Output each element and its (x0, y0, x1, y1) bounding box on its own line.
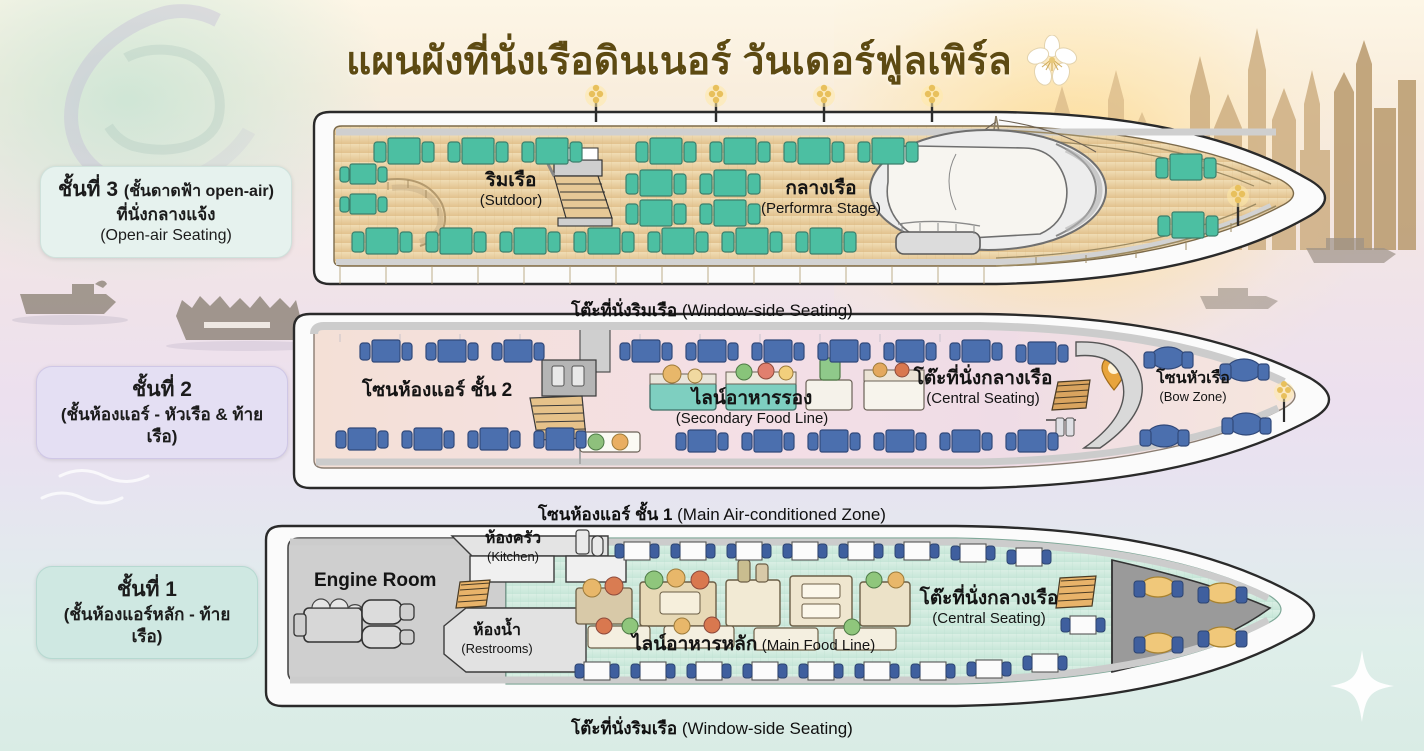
deck2-label-badge: ชั้นที่ 2 (ชั้นห้องแอร์ - หัวเรือ & ท้าย… (36, 366, 288, 460)
deck2-caption: โซนห้องแอร์ ชั้น 1 (Main Air-conditioned… (538, 505, 886, 524)
deck3-svg (312, 84, 1326, 286)
deck3-subtitle: (ชั้นดาดฟ้า open-air) (123, 183, 274, 200)
background-boat-right2-icon (1200, 288, 1278, 309)
deck1-title: ชั้นที่ 1 (117, 578, 177, 601)
deck1-caption: โต๊ะที่นั่งริมเรือ (Window-side Seating) (571, 719, 853, 738)
deck3-diagram: ริมเรือ (Sutdoor) กลางเรือ (Performra St… (296, 84, 1356, 290)
deck2-line2: (ชั้นห้องแอร์ - หัวเรือ & ท้ายเรือ) (60, 404, 264, 446)
deck1-zone-central-seating: โต๊ะที่นั่งกลางเรือ (Central Seating) (919, 588, 1059, 628)
deck2-svg (292, 312, 1330, 490)
deck3-title: ชั้นที่ 3 (58, 178, 119, 201)
sparkle-icon (1330, 650, 1394, 722)
deck2-zone-aircon2: โซนห้องแอร์ ชั้น 2 (362, 380, 513, 401)
deck3-zone-outdoor: ริมเรือ (Sutdoor) (479, 170, 543, 210)
deck2-zone-bow: โซนหัวเรือ (Bow Zone) (1156, 370, 1230, 404)
deck1-label-badge: ชั้นที่ 1 (ชั้นห้องแอร์หลัก - ท้ายเรือ) (36, 566, 258, 660)
deck2-title: ชั้นที่ 2 (132, 378, 192, 401)
deck1-svg (264, 524, 1315, 708)
deck3-line3: (Open-air Seating) (100, 226, 232, 244)
deck3-line2: ที่นั่งกลางแจ้ง (116, 204, 216, 224)
background-boat-right-icon (1306, 238, 1396, 263)
deck3-label-badge: ชั้นที่ 3 (ชั้นดาดฟ้า open-air) ที่นั่งก… (40, 166, 292, 258)
background-boats-icon (12, 280, 326, 351)
deck3-zone-stage: กลางเรือ (Performra Stage) (760, 178, 882, 218)
deck1-zone-kitchen: ห้องครัว (Kitchen) (484, 530, 542, 564)
deck1-diagram: Engine Room ห้องครัว (Kitchen) ห้องน้ำ (… (256, 522, 1336, 712)
deck3-caption: โต๊ะที่นั่งริมเรือ (Window-side Seating) (571, 301, 853, 320)
deck1-zone-engine-room: Engine Room (314, 570, 437, 591)
deck1-zone-restrooms: ห้องน้ำ (Restrooms) (461, 622, 533, 656)
deck-lamp (585, 84, 607, 122)
page-title: แผนผังที่นั่งเรือดินเนอร์ วันเดอร์ฟูลเพิ… (0, 30, 1424, 92)
orchid-icon (1026, 35, 1077, 86)
deck2-zone-secondary-food-line: ไลน์อาหารรอง (Secondary Food Line) (675, 388, 829, 428)
deck2-diagram: โซนห้องแอร์ ชั้น 2 ไลน์อาหารรอง (Seconda… (280, 312, 1356, 492)
deck2-zone-central-seating: โต๊ะที่นั่งกลางเรือ (Central Seating) (913, 368, 1053, 408)
page-title-text: แผนผังที่นั่งเรือดินเนอร์ วันเดอร์ฟูลเพิ… (346, 40, 1012, 83)
deck1-line2: (ชั้นห้องแอร์หลัก - ท้ายเรือ) (63, 604, 231, 646)
deck1-zone-main-food-line: ไลน์อาหารหลัก (Main Food Line) (632, 634, 876, 655)
